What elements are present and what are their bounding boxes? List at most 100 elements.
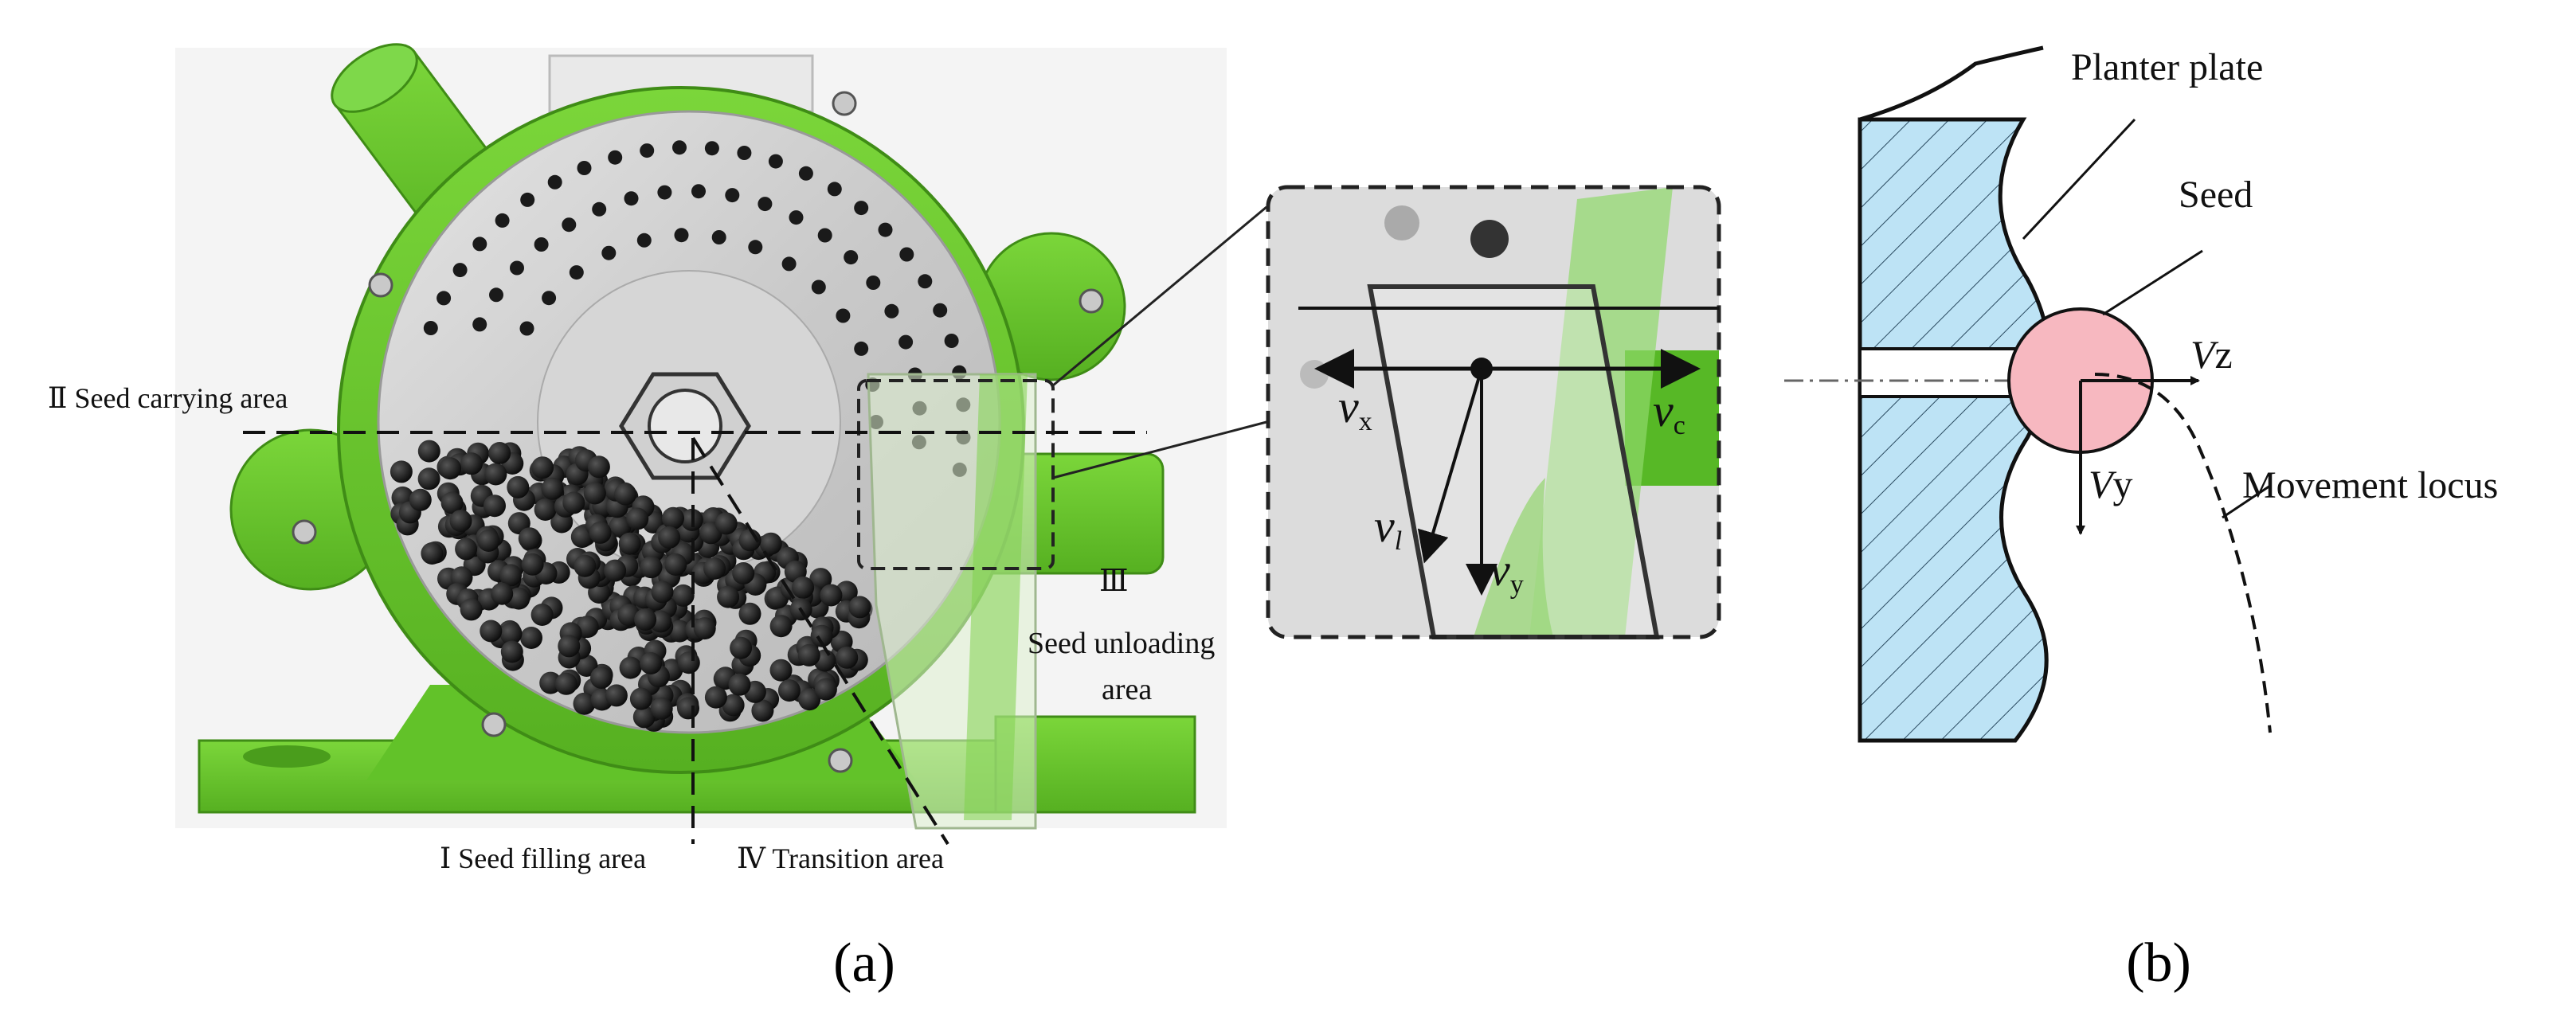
seed-ball xyxy=(651,580,674,604)
seed-ball xyxy=(759,532,782,555)
disc-hole xyxy=(918,274,933,289)
seed-ball xyxy=(449,510,472,533)
zoom-leader-top xyxy=(1052,205,1267,387)
seed-ball xyxy=(730,636,753,659)
disc-hole xyxy=(899,247,914,262)
label-seed-filling: Ⅰ Seed filling area xyxy=(440,842,646,874)
seed-ball xyxy=(587,455,610,479)
seed-ball xyxy=(491,582,514,605)
disc-hole xyxy=(748,240,763,255)
disc-hole xyxy=(452,263,468,278)
disc-hole xyxy=(854,201,869,216)
seed-ball xyxy=(810,624,833,647)
hub-center xyxy=(648,389,722,463)
inset-duct-lower xyxy=(1474,478,1553,637)
label-seed-unloading-2: area xyxy=(1102,673,1152,706)
inset-frame xyxy=(1266,185,1721,639)
disc-hole xyxy=(547,174,562,190)
disc-hole xyxy=(577,161,592,175)
seed-ball xyxy=(409,488,432,511)
seed-ball xyxy=(484,463,507,486)
seed-ball xyxy=(558,635,581,658)
seed-ball xyxy=(576,616,599,639)
seed-ball xyxy=(460,452,483,475)
disc-hole xyxy=(657,185,672,200)
movement-locus xyxy=(2094,373,2272,733)
leader-seed xyxy=(2102,249,2203,316)
seed-ball xyxy=(738,529,761,552)
seed-ball xyxy=(769,659,793,682)
seed-ball xyxy=(640,652,663,674)
seed-ball xyxy=(677,697,699,720)
seed-ball xyxy=(619,656,642,679)
disc-hole xyxy=(472,236,487,252)
seed-ball xyxy=(629,687,652,710)
disc-hole xyxy=(944,334,959,348)
disc-hole xyxy=(781,256,797,272)
seed-ball xyxy=(769,615,793,638)
disc-hole xyxy=(725,188,740,203)
label-Vz: Vz xyxy=(2190,332,2233,377)
label-region-iii: Ⅲ xyxy=(1099,565,1129,598)
disc-hole xyxy=(737,146,752,160)
disc-hole xyxy=(520,192,535,207)
seed-ball xyxy=(483,494,506,518)
zoom-leader-bottom xyxy=(1052,420,1267,479)
leader-planter-plate xyxy=(2022,118,2136,240)
seed-ball xyxy=(455,538,478,561)
disc-hole xyxy=(768,154,783,169)
label-seed-carrying: Ⅱ Seed carrying area xyxy=(48,382,288,414)
seed-ball xyxy=(605,684,628,707)
seed-ball xyxy=(777,679,801,702)
seed-ball xyxy=(650,697,673,720)
zoom-region-box xyxy=(857,379,1055,570)
disc-hole xyxy=(624,191,639,206)
seed-ball xyxy=(518,527,541,550)
seed-ball xyxy=(521,553,544,576)
seed-ball xyxy=(722,694,745,717)
label-vy: vy xyxy=(1490,544,1524,600)
seed-ball xyxy=(477,530,500,552)
seed-ball xyxy=(499,622,523,645)
arrow-vl xyxy=(1417,368,1483,564)
disc-hole xyxy=(817,228,832,243)
seed-ball xyxy=(634,608,657,631)
seed-ball xyxy=(693,617,716,640)
seed-ball xyxy=(717,585,740,608)
seed-ball xyxy=(530,604,554,626)
seed-ball xyxy=(575,655,598,677)
planter-plate-top xyxy=(1859,45,2044,122)
seed-ball xyxy=(531,456,554,479)
seed-ball xyxy=(440,491,464,514)
label-seed-unloading-1: Seed unloading xyxy=(1028,627,1215,660)
label-Vy: Vy xyxy=(2089,462,2133,506)
seed-ball xyxy=(618,532,641,555)
disc-hole xyxy=(878,222,893,237)
disc-hole xyxy=(542,291,557,306)
seed-ball xyxy=(609,515,632,538)
seed-ball xyxy=(534,498,557,521)
seed-ball xyxy=(562,491,585,514)
disc-hole xyxy=(636,233,652,248)
caption-b: (b) xyxy=(2126,932,2191,994)
disc-hole xyxy=(933,303,948,318)
disc-hole xyxy=(811,280,826,295)
label-planter-plate: Planter plate xyxy=(2071,46,2263,88)
seed-ball xyxy=(728,673,751,696)
seed-ball xyxy=(541,477,564,500)
seed-ball xyxy=(738,602,761,625)
disc-hole xyxy=(592,201,607,217)
disc-hole xyxy=(884,303,899,319)
leader-locus xyxy=(2222,484,2271,519)
seed-ball xyxy=(836,646,859,669)
caption-a: (a) xyxy=(833,932,895,994)
seed-ball xyxy=(797,643,820,666)
inset-hole-2 xyxy=(1470,220,1509,258)
seed-ball xyxy=(848,596,871,619)
disc-hole xyxy=(601,245,617,260)
disc-hole xyxy=(519,321,534,336)
label-seed: Seed xyxy=(2179,174,2253,216)
disc-hole xyxy=(495,213,510,228)
disc-hole xyxy=(672,140,687,155)
seed-ball xyxy=(614,483,637,506)
